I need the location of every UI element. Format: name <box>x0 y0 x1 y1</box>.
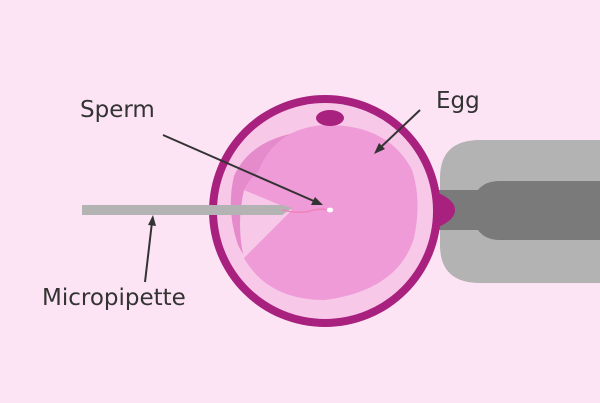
pointer-lines <box>144 109 421 283</box>
egg-pointer-arrowhead <box>374 143 385 154</box>
egg-label: Egg <box>436 88 480 114</box>
sperm-pointer-line <box>162 134 317 203</box>
egg-cytoplasm <box>244 124 418 300</box>
micropipette <box>82 205 334 215</box>
sperm-head <box>326 207 334 213</box>
micropipette-pointer-arrowhead <box>148 215 156 226</box>
holding-pipette <box>438 140 600 283</box>
egg-pointer-line <box>379 109 421 149</box>
sperm-pointer-arrowhead <box>311 197 323 205</box>
micropipette-pointer-line <box>144 221 153 283</box>
holding-pipette-inner <box>438 181 600 240</box>
micropipette-needle <box>82 205 292 215</box>
micropipette-label: Micropipette <box>42 285 186 311</box>
sperm-label: Sperm <box>80 97 155 123</box>
polar-body <box>316 110 344 126</box>
sperm-tail <box>281 208 329 213</box>
